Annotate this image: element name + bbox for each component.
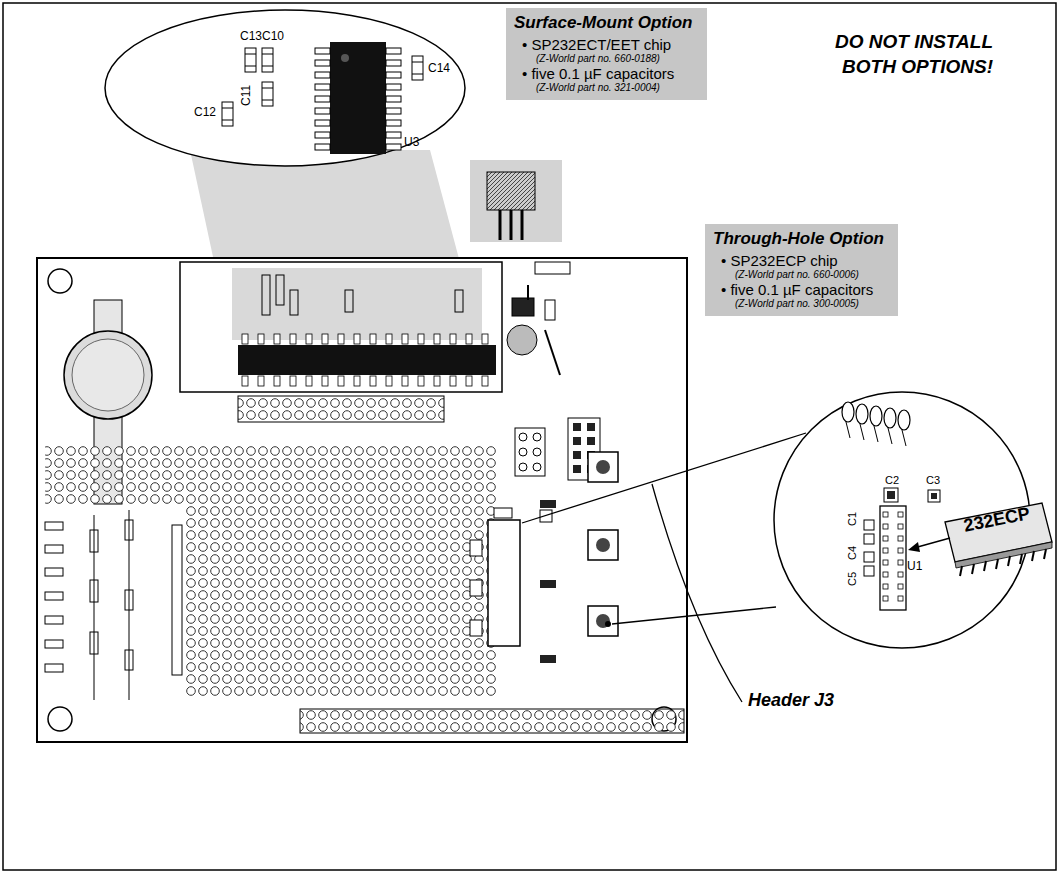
part-number: (Z-World part no. 321-0004) bbox=[514, 82, 697, 93]
part-number: (Z-World part no. 660-0006) bbox=[713, 269, 888, 280]
callout-number: C2 bbox=[885, 474, 899, 487]
callout-number: C12 bbox=[194, 106, 216, 120]
callout-number: C3 bbox=[926, 474, 940, 487]
bullet-item: • SP232ECP chip bbox=[713, 252, 888, 269]
callout-number: C5 bbox=[846, 572, 859, 586]
callout-number: C4 bbox=[846, 546, 859, 560]
callout-number: U1 bbox=[907, 560, 922, 574]
part-number: (Z-World part no. 660-0188) bbox=[514, 53, 697, 64]
bullet-item: • SP232ECT/EET chip bbox=[514, 36, 697, 53]
option-heading: Surface-Mount Option bbox=[514, 13, 697, 33]
bullet-item: • five 0.1 µF capacitors bbox=[514, 65, 697, 82]
callout-number: C11 bbox=[240, 85, 254, 106]
callout-number: C13 bbox=[240, 30, 262, 44]
callout-number: C10 bbox=[262, 30, 284, 44]
part-number: (Z-World part no. 300-0005) bbox=[713, 298, 888, 309]
option-box: Through-Hole Option• SP232ECP chip(Z-Wor… bbox=[705, 224, 898, 316]
option-heading: Through-Hole Option bbox=[713, 229, 888, 249]
chip-marking: 232ECP bbox=[962, 503, 1032, 536]
callout-number: C1 bbox=[846, 512, 859, 526]
part-label: Header J3 bbox=[748, 690, 834, 711]
warning-note: DO NOT INSTALL BOTH OPTIONS! bbox=[818, 30, 993, 79]
callout-number: U3 bbox=[404, 136, 419, 150]
callout-number: C14 bbox=[428, 62, 450, 76]
option-box: Surface-Mount Option• SP232ECT/EET chip(… bbox=[506, 8, 707, 100]
bullet-item: • five 0.1 µF capacitors bbox=[713, 281, 888, 298]
